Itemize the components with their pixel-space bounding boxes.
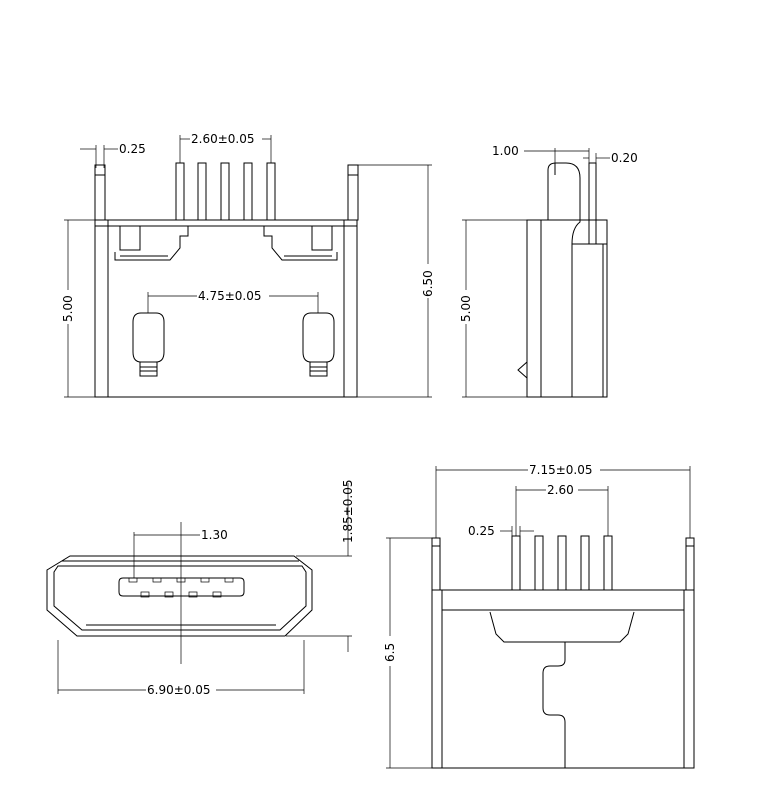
plug-face-view: 1.30 1.85±0.05 6.90±0.05 xyxy=(46,480,355,697)
dim-side-1-00: 1.00 xyxy=(492,144,519,158)
dim-face-height: 1.85±0.05 xyxy=(341,480,355,544)
dim-face-width: 6.90±0.05 xyxy=(147,683,211,697)
top-dimensions: 7.15±0.05 2.60 0.25 6.5 xyxy=(383,463,691,769)
top-pins xyxy=(511,535,613,591)
side-dimensions: 1.00 0.20 5.00 xyxy=(459,144,638,398)
dim-top-pin-width: 0.25 xyxy=(468,524,495,538)
dim-top-pitch: 2.60 xyxy=(547,483,574,497)
face-tongue xyxy=(118,577,245,597)
side-shell-hook xyxy=(547,162,581,245)
dim-side-body-height: 5.00 xyxy=(459,295,473,322)
right-post xyxy=(347,164,359,221)
dim-front-body-height: 5.00 xyxy=(61,295,75,322)
top-recess xyxy=(489,611,635,643)
dim-side-0-20: 0.20 xyxy=(611,151,638,165)
dim-front-pitch: 2.60±0.05 xyxy=(191,132,255,146)
face-dimensions: 1.30 1.85±0.05 6.90±0.05 xyxy=(57,480,355,697)
dim-top-height: 6.5 xyxy=(383,643,397,662)
dim-front-post-span: 4.75±0.05 xyxy=(198,289,262,303)
top-view: 7.15±0.05 2.60 0.25 6.5 xyxy=(383,463,695,769)
dim-top-overall-width: 7.15±0.05 xyxy=(529,463,593,477)
front-dimensions: 0.25 2.60±0.05 4.75±0.05 5.00 6.50 xyxy=(61,132,435,398)
dim-front-total-height: 6.50 xyxy=(421,270,435,297)
front-pegs xyxy=(132,312,335,377)
top-split-line xyxy=(542,642,566,768)
dim-front-0-25: 0.25 xyxy=(119,142,146,156)
front-view: 0.25 2.60±0.05 4.75±0.05 5.00 6.50 xyxy=(61,132,435,398)
front-pins xyxy=(175,162,276,221)
left-post xyxy=(94,164,106,221)
side-body-outline xyxy=(526,219,608,398)
dim-face-1-30: 1.30 xyxy=(201,528,228,542)
side-view: 1.00 0.20 5.00 xyxy=(459,144,638,398)
top-body-outline xyxy=(431,589,695,769)
face-outer-shell xyxy=(46,555,313,637)
side-pin xyxy=(588,162,597,245)
